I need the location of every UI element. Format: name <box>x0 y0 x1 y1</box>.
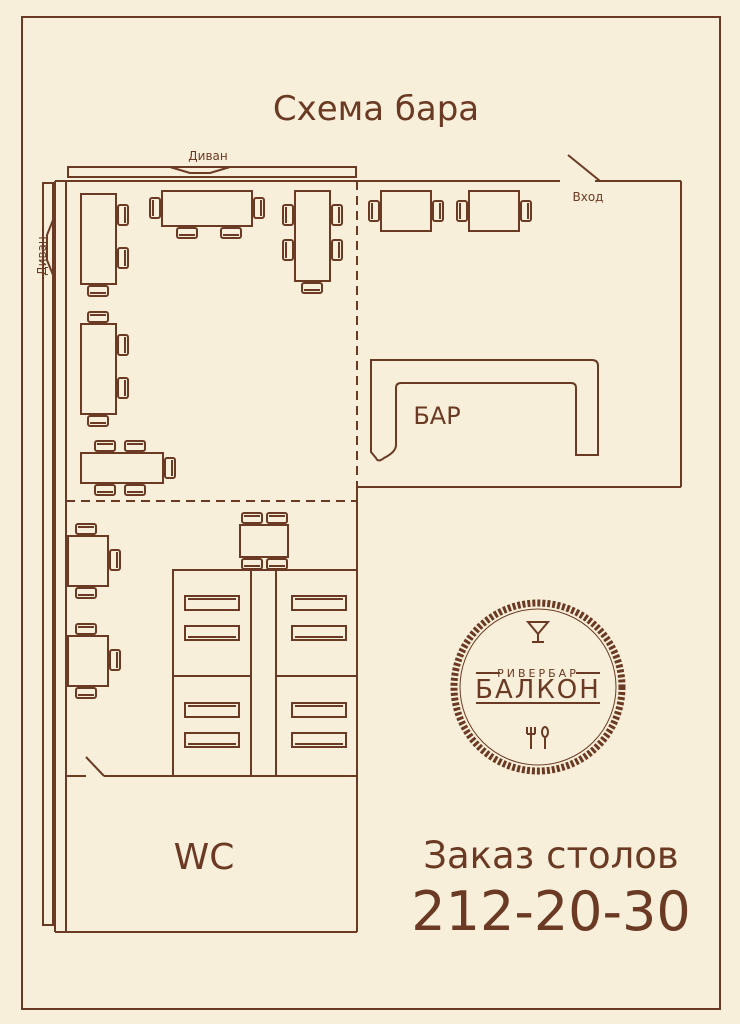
chair <box>109 649 121 671</box>
table <box>149 190 265 239</box>
chair <box>87 415 109 427</box>
chair <box>331 239 343 261</box>
chair <box>253 197 265 219</box>
table <box>80 311 129 427</box>
chair <box>94 484 116 496</box>
logo-main-text: БАЛКОН <box>475 675 601 705</box>
chair <box>301 282 323 294</box>
chair <box>75 623 97 635</box>
chair <box>266 558 288 570</box>
logo <box>450 599 626 775</box>
chair <box>124 484 146 496</box>
chair <box>75 687 97 699</box>
page-border <box>21 16 721 1010</box>
chair <box>117 377 129 399</box>
chair <box>94 440 116 452</box>
chair <box>124 440 146 452</box>
logo-top-text: РИВЕРБАР <box>497 667 579 680</box>
chair <box>220 227 242 239</box>
booth-bench <box>184 595 240 641</box>
table <box>67 623 121 699</box>
cutlery-icon <box>526 726 549 749</box>
chair <box>331 204 343 226</box>
phone-number: 212-20-30 <box>411 880 690 943</box>
chair <box>117 247 129 269</box>
chair <box>149 197 161 219</box>
booth-area <box>172 569 358 777</box>
bar-counter <box>370 359 599 462</box>
chair <box>176 227 198 239</box>
chair <box>368 200 380 222</box>
booth-bench <box>291 702 347 748</box>
chair <box>164 457 176 479</box>
table <box>239 512 289 570</box>
walls <box>54 180 682 933</box>
chair <box>87 311 109 323</box>
table <box>80 193 129 297</box>
chair <box>282 239 294 261</box>
chair <box>520 200 532 222</box>
chair <box>117 204 129 226</box>
chair <box>117 334 129 356</box>
sofa-left-label: Диван <box>35 236 49 275</box>
chair <box>75 587 97 599</box>
sofa-top-label: Диван <box>188 149 227 163</box>
chair <box>456 200 468 222</box>
zone-divider <box>66 181 358 502</box>
table <box>368 190 444 232</box>
chair <box>266 512 288 524</box>
order-label: Заказ столов <box>423 834 678 877</box>
table <box>67 523 121 599</box>
table <box>282 190 343 294</box>
entrance-door <box>567 154 601 182</box>
cocktail-glass-icon <box>525 621 551 643</box>
wc-door <box>85 756 105 777</box>
page-title: Схема бара <box>273 89 479 129</box>
chair <box>241 558 263 570</box>
booth-bench <box>291 595 347 641</box>
chair <box>75 523 97 535</box>
entrance-label: Вход <box>573 190 604 204</box>
chair <box>109 549 121 571</box>
wc-label: WC <box>174 837 235 878</box>
chair <box>432 200 444 222</box>
sofa-top <box>67 166 357 178</box>
chair <box>282 204 294 226</box>
bar-label: БАР <box>413 402 460 430</box>
booth-bench <box>184 702 240 748</box>
table <box>456 190 532 232</box>
chair <box>87 285 109 297</box>
sofa-left <box>42 182 54 926</box>
table <box>80 440 176 496</box>
chair <box>241 512 263 524</box>
